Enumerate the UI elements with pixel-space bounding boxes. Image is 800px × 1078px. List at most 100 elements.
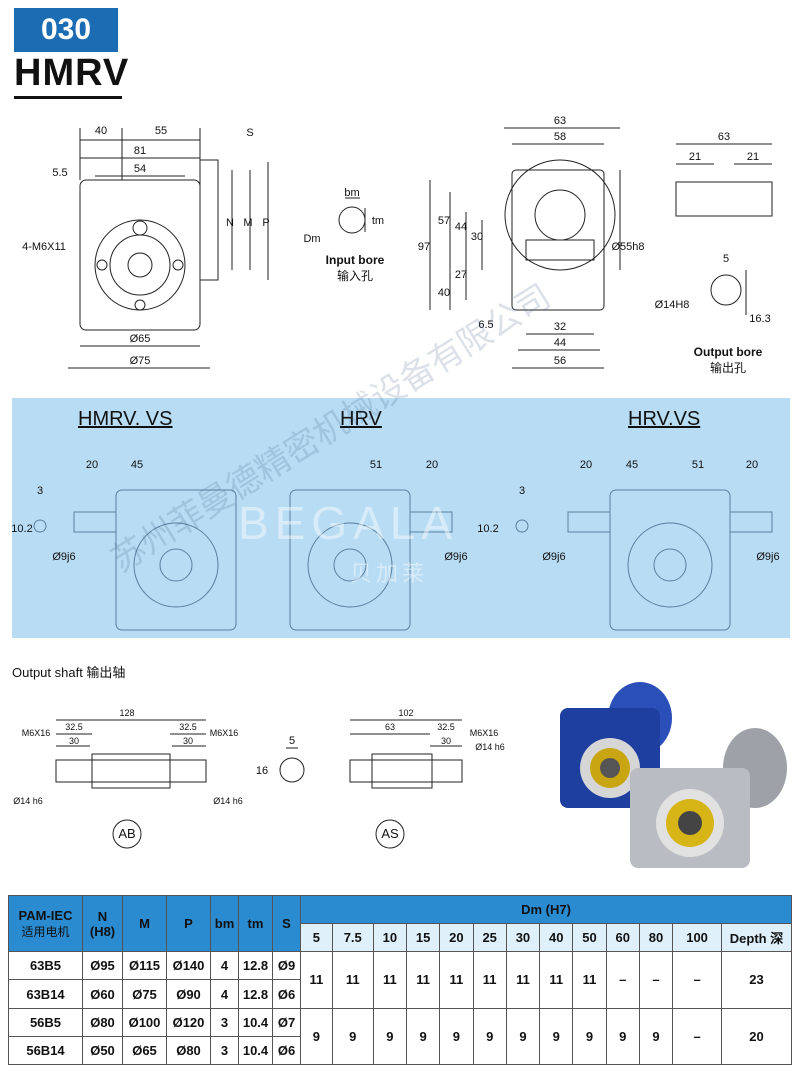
- dim-63: 63: [554, 115, 566, 127]
- th-p: P: [166, 894, 211, 953]
- dim-27: 27: [455, 269, 467, 281]
- hrvvs-dim-d9j6a: Ø9j6: [542, 551, 565, 563]
- ab-shaft-dia-right: Ø14 h6: [213, 796, 243, 806]
- cell-dm: 11: [300, 951, 333, 1009]
- th-pam-cn: 适用电机: [21, 924, 70, 939]
- cell-dm: 9: [439, 1007, 474, 1066]
- key-dim-5: 5: [289, 735, 295, 747]
- output-bore-label: Output bore: [694, 345, 763, 359]
- cell-dm: –: [672, 1007, 722, 1066]
- th-ratio-20: 20: [439, 923, 474, 953]
- dim-n: N: [226, 217, 234, 229]
- out-dim-d14: Ø14H8: [655, 299, 690, 311]
- cell-dm: 11: [572, 951, 607, 1009]
- dim-56: 56: [554, 355, 566, 367]
- dim-d65: Ø65: [130, 333, 151, 345]
- th-ratio-40: 40: [539, 923, 574, 953]
- cell-dm: 9: [505, 1007, 541, 1066]
- variant-title-hmrv-vs: HMRV. VS: [78, 408, 173, 430]
- variant-title-hrv-vs: HRV.VS: [628, 408, 701, 430]
- cell-s: Ø7: [272, 1007, 301, 1037]
- vs-dim-d9j6: Ø9j6: [52, 551, 75, 563]
- cell-p: Ø140: [166, 951, 211, 981]
- as-thread: M6X16: [470, 728, 499, 738]
- dim-54: 54: [134, 163, 146, 175]
- dim-57: 57: [438, 215, 450, 227]
- dim-d55h8: Ø55h8: [611, 241, 644, 253]
- cell-tm: 12.8: [238, 979, 273, 1009]
- bore-tm: tm: [372, 215, 384, 227]
- vs-dim-45: 45: [131, 459, 143, 471]
- dim-6-5: 6.5: [478, 319, 493, 331]
- cell-pam: 56B5: [8, 1007, 83, 1037]
- hrvvs-dim-20a: 20: [580, 459, 592, 471]
- ab-dim-128: 128: [119, 708, 134, 718]
- size-code-badge: 030: [14, 8, 118, 52]
- dim-40: 40: [95, 125, 107, 137]
- cell-tm: 10.4: [238, 1007, 273, 1037]
- cell-dm: 11: [505, 951, 541, 1009]
- ab-dim-32-5a: 32.5: [65, 722, 83, 732]
- variants-band: [12, 398, 790, 638]
- size-code: 030: [40, 13, 92, 46]
- th-ratio-80: 80: [638, 923, 674, 953]
- ab-thread-right: M6X16: [210, 728, 239, 738]
- vs-dim-10-2: 10.2: [12, 523, 33, 535]
- cell-dm: 9: [638, 1007, 674, 1066]
- th-depth: Depth 深: [721, 923, 792, 953]
- key-dim-16: 16: [256, 765, 268, 777]
- dim-44: 44: [455, 221, 467, 233]
- dim-p: P: [262, 217, 269, 229]
- dim-55: 55: [155, 125, 167, 137]
- cell-p: Ø120: [166, 1007, 211, 1037]
- table-row: 63B14 Ø60 Ø75 Ø90 4 12.8 Ø6: [8, 979, 792, 1009]
- cell-bm: 3: [210, 1007, 239, 1037]
- cell-dm: 11: [406, 951, 441, 1009]
- cell-dm: 9: [472, 1007, 507, 1066]
- th-tm: tm: [238, 894, 273, 953]
- out-dim-63: 63: [718, 131, 730, 143]
- as-label: AS: [381, 826, 399, 841]
- output-bore-label-cn: 输出孔: [710, 360, 746, 375]
- as-dim-63: 63: [385, 722, 395, 732]
- cell-pam: 56B14: [8, 1035, 83, 1066]
- model-title: HMRV: [14, 52, 130, 94]
- variants-drawings: 20 45 3 10.2 Ø9j6 51 20 Ø9j6 20 45 51 20…: [12, 459, 780, 631]
- ab-shaft-dia-left: Ø14 h6: [13, 796, 43, 806]
- dim-44b: 44: [554, 337, 566, 349]
- output-shaft-drawings: 128 32.5 32.5 30 30 M6X16 M6X16 Ø14 h6 Ø…: [13, 708, 505, 849]
- th-ratio-100: 100: [672, 923, 722, 953]
- dim-s: S: [246, 127, 253, 139]
- cell-dm: 11: [439, 951, 474, 1009]
- vs-dim-20: 20: [86, 459, 98, 471]
- ab-thread-left: M6X16: [22, 728, 51, 738]
- table-row: 56B14 Ø50 Ø65 Ø80 3 10.4 Ø6: [8, 1035, 792, 1066]
- cell-dm: 9: [300, 1007, 333, 1066]
- top-drawings: 40 55 81 54 5.5 4-M6X11 N M P S Ø65 Ø75 …: [22, 115, 773, 375]
- th-pam: PAM-IEC 适用电机: [8, 894, 83, 953]
- bore-dm: Dm: [303, 233, 320, 245]
- dim-58: 58: [554, 131, 566, 143]
- cell-dm: –: [605, 951, 640, 1009]
- cell-n: Ø80: [82, 1007, 123, 1037]
- th-n-fit: (H8): [89, 923, 116, 939]
- th-ratio-7-5: 7.5: [331, 923, 374, 953]
- th-ratio-15: 15: [406, 923, 441, 953]
- out-dim-21a: 21: [689, 151, 701, 163]
- th-ratio-60: 60: [605, 923, 640, 953]
- th-ratio-50: 50: [572, 923, 607, 953]
- output-shaft-title: Output shaft 输出轴: [12, 665, 126, 680]
- dim-32: 32: [554, 321, 566, 333]
- hrvvs-dim-d9j6b: Ø9j6: [756, 551, 779, 563]
- cell-dm: 9: [372, 1007, 408, 1066]
- dim-d75: Ø75: [130, 355, 151, 367]
- cell-dm: 9: [605, 1007, 640, 1066]
- dim-m: M: [243, 217, 252, 229]
- ab-dim-30b: 30: [183, 736, 193, 746]
- th-ratio-5: 5: [300, 923, 333, 953]
- vs-dim-3: 3: [37, 485, 43, 497]
- th-n: N (H8): [82, 894, 123, 953]
- cell-dm: 9: [406, 1007, 441, 1066]
- cell-m: Ø115: [122, 951, 167, 981]
- watermark-brand-cn: 贝加莱: [350, 561, 429, 586]
